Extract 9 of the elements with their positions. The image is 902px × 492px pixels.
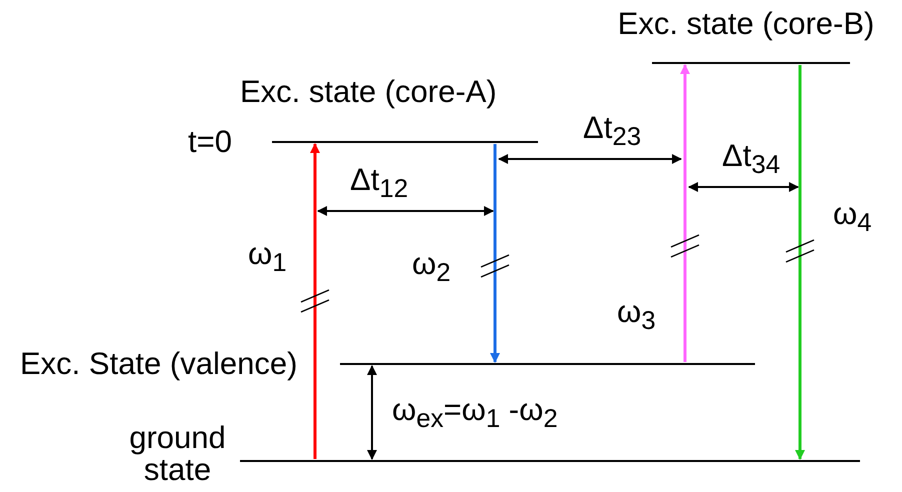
transition-arrow xyxy=(795,65,805,460)
transition-arrow xyxy=(490,144,500,363)
level-label: Exc. state (core-A) xyxy=(240,76,498,108)
transition-arrow xyxy=(367,365,377,460)
level-label: Exc. state (core-B) xyxy=(616,8,876,40)
transition-arrow xyxy=(680,64,690,362)
transition-arrow xyxy=(310,143,320,459)
level-label: ground state xyxy=(128,422,227,486)
level-label: Exc. State (valence) xyxy=(20,348,298,380)
